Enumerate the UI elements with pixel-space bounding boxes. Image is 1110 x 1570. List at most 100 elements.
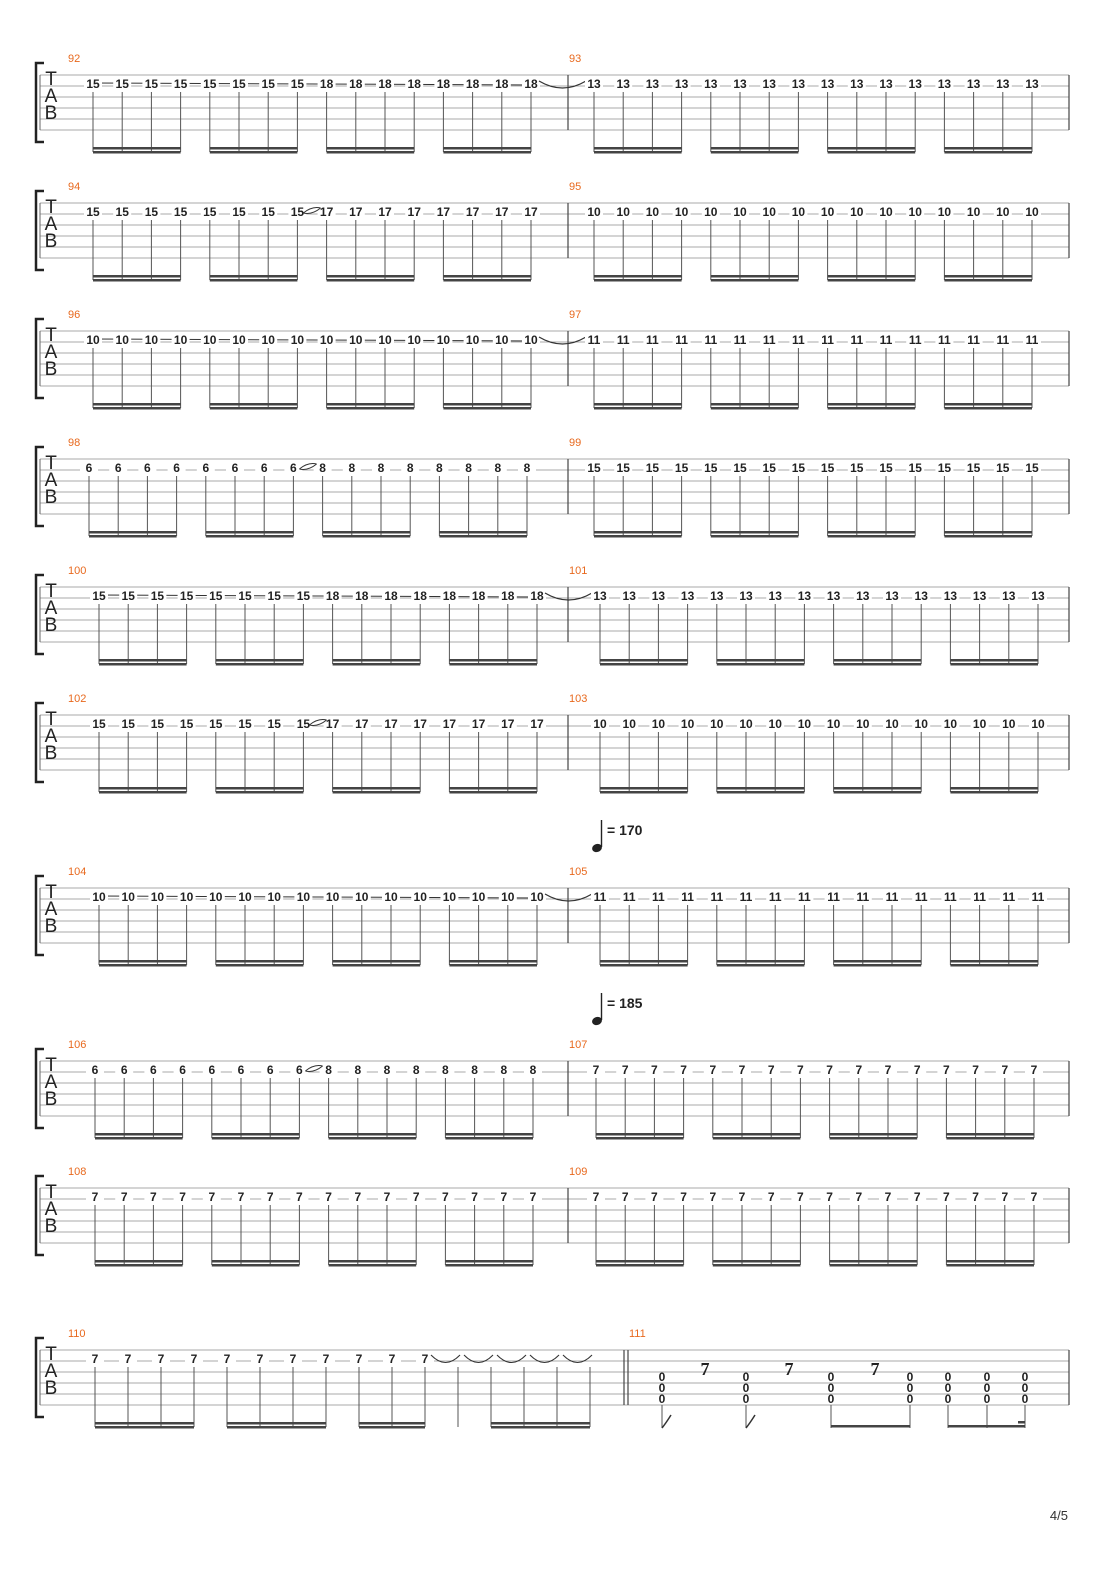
fret-number: 0 [1022,1370,1029,1384]
beam [600,960,688,963]
fret-number: 15 [297,589,311,603]
fret-bg [383,1351,401,1365]
fret-number: 17 [501,717,515,731]
fret-bg [1023,460,1041,474]
fret-number: 7 [1031,1063,1038,1077]
fret-bg [148,716,167,730]
beam [948,1425,1025,1428]
fret-bg [407,1189,426,1203]
fret-bg [171,204,190,218]
beam [449,659,537,662]
fret-bg [434,204,453,218]
tie-arc [496,1354,527,1364]
beam [491,1426,590,1429]
fret-bg [218,1351,236,1365]
fret-number: 7 [855,1063,862,1077]
fret-bg [762,1189,781,1203]
fret-number: 7 [191,1352,198,1366]
fret-number: 7 [826,1190,833,1204]
fret-bg [906,460,925,474]
fret-bg [288,76,307,90]
fret-number: 17 [320,205,334,219]
fret-bg [766,588,785,602]
fret-number: 15 [238,717,252,731]
fret-number: 13 [879,77,893,91]
fret-bg [113,76,132,90]
beam [449,787,537,790]
fret-bg [672,76,691,90]
beam [950,663,1038,666]
fret-number: 11 [1026,333,1039,347]
beam [443,403,531,406]
fret-number: 10 [203,333,217,347]
rest-symbol: 7 [871,1359,880,1379]
fret-bg [908,1062,927,1076]
fret-number: 17 [495,205,509,219]
fret-bg [492,76,511,90]
fret-number: 7 [257,1352,264,1366]
measure-number: 111 [629,1328,646,1340]
fret-bg [90,716,108,730]
fret-bg [883,889,901,903]
fret-number: 15 [145,77,159,91]
fret-bg [232,1189,250,1203]
tie-arc [430,1354,461,1364]
fret-bg [906,204,925,218]
beam [594,403,682,406]
fret-number: 10 [443,890,457,904]
fret-bg [614,76,633,90]
fret-number: 15 [262,77,276,91]
fret-bg [284,1351,302,1365]
fret-number: 8 [354,1063,361,1077]
beam [827,403,916,406]
beam [594,535,682,538]
hammer-on-arc [303,207,321,214]
fret-bg [313,460,332,474]
beam [205,531,294,534]
fret-bg [585,460,603,474]
fret-bg [232,1062,250,1076]
fret-number: 0 [945,1370,952,1384]
fret-number: 7 [389,1352,396,1366]
fret-bg [434,332,453,346]
fret-number: 13 [733,77,747,91]
fret-number: 7 [593,1190,600,1204]
fret-bg [84,204,102,218]
beam [710,151,799,154]
fret-bg [522,204,540,218]
fret-bg [760,332,779,346]
beam [439,531,527,534]
fret-bg [937,1062,956,1076]
fret-bg [498,716,517,730]
fret-number: 18 [384,589,398,603]
fret-bg [463,204,482,218]
fret-number: 7 [709,1190,716,1204]
fret-bg [492,204,511,218]
fret-number: 13 [769,589,783,603]
fret-bg [405,332,424,346]
beam [596,1133,684,1136]
fret-number: 13 [1002,589,1016,603]
fret-number: 15 [238,589,252,603]
fret-bg [672,204,691,218]
measure-number: 106 [68,1039,86,1051]
fret-bg [84,76,102,90]
fret-number: 18 [349,77,363,91]
fret-number: 11 [652,890,665,904]
fret-bg [1023,332,1041,346]
tab-clef-letter: A [45,1361,58,1382]
system-bracket [34,61,44,144]
fret-number: 11 [856,890,869,904]
fret-number: 7 [422,1352,429,1366]
fret-bg [941,588,960,602]
fret-bg [173,1062,192,1076]
fret-number: 11 [915,890,928,904]
tie-arc [544,893,593,902]
fret-number: 17 [378,205,392,219]
fret-bg [587,1062,605,1076]
fret-bg [999,889,1018,903]
beam [950,960,1038,963]
beam [944,403,1032,406]
beam [712,1264,801,1267]
